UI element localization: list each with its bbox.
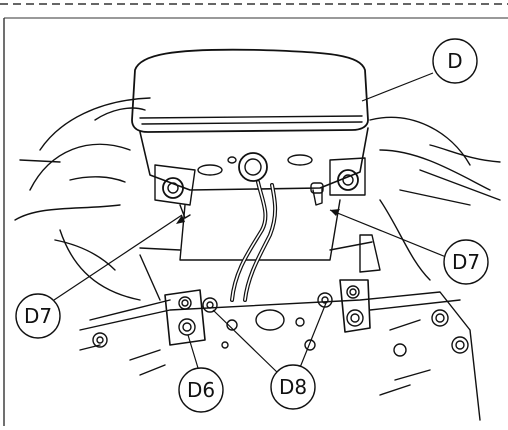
callout-circles — [15, 38, 489, 413]
scooter-body-lines — [14, 48, 501, 421]
leader-d7-right — [329, 209, 447, 258]
callout-circle-d7-left — [15, 293, 61, 339]
callout-circle-d7-right — [443, 239, 489, 285]
callout-label-d7-left: D7 — [24, 304, 52, 328]
leader-d7-left — [53, 214, 183, 301]
leader-d — [361, 72, 434, 102]
callout-label-d8: D8 — [279, 375, 307, 399]
callout-circle-d — [432, 38, 478, 84]
leader-d6 — [187, 334, 199, 369]
leader-lines — [53, 72, 447, 376]
arrowheads — [176, 209, 340, 224]
callout-circle-d6 — [178, 367, 224, 413]
callout-label-d: D — [447, 49, 462, 73]
arrow-d7-right — [330, 209, 340, 216]
callout-label-d7-right: D7 — [452, 250, 480, 274]
leader-d8-left — [212, 309, 281, 376]
callout-circle-d8 — [270, 364, 316, 410]
callout-label-d6: D6 — [187, 378, 215, 402]
leader-d8-right — [298, 302, 327, 371]
arrow-d7-left — [176, 215, 185, 224]
